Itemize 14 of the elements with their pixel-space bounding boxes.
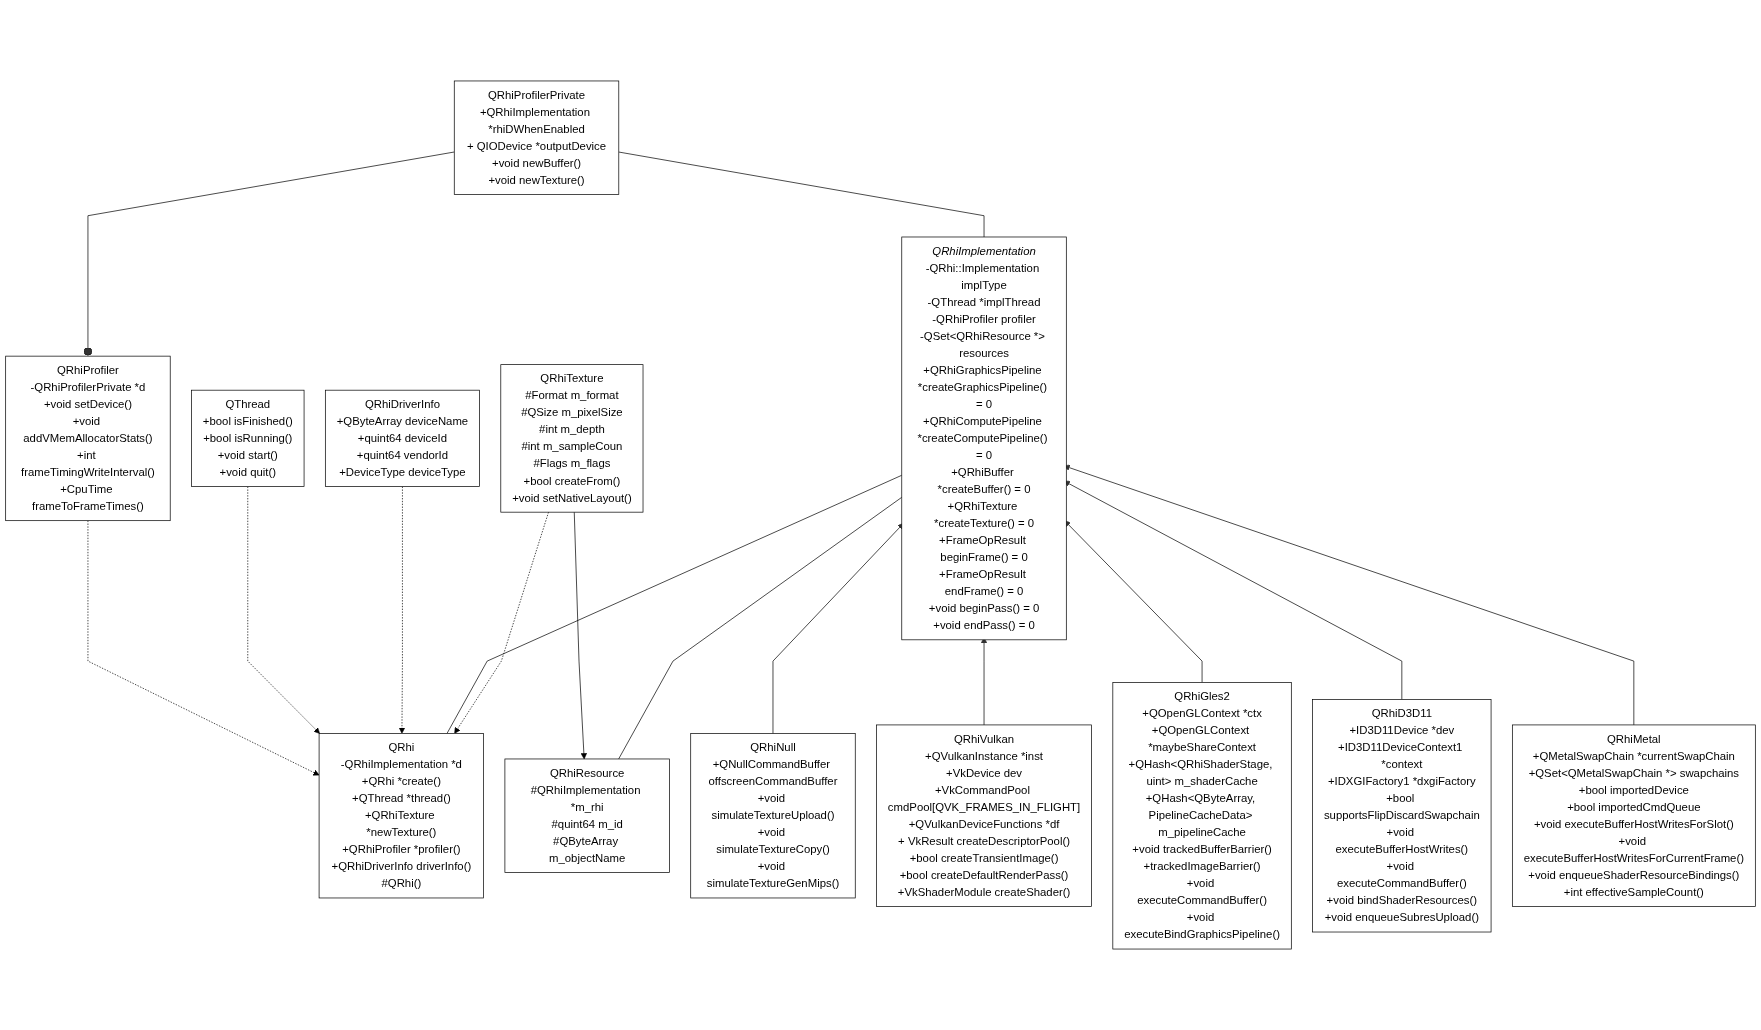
node-box: QRhi -QRhiImplementation *d +QRhi *create() +QThread *thread() +QRhiTexture *newTexture() +QRhiProfiler *profiler() +QRhiDriverInfo driverInfo() #QRhi() — [318, 733, 484, 899]
node-box: QRhiMetal +QMetalSwapChain *currentSwapChain +QSet<QMetalSwapChain *> swapchains +bool importedDevice +bool importedCmdQueue +void executeBufferHostWritesForSlot() +void executeBufferHostWritesForCurrentFrame() +void enqueueShaderResourceBindings() +int effectiveSampleCount() — [1512, 724, 1756, 907]
node-box: QRhiTexture #Format m_format #QSize m_pixelSize #int m_depth #int m_sampleCoun #Flags m_flags +bool createFrom() +void setNativeLayout() — [500, 364, 644, 513]
connector — [618, 151, 985, 238]
node-box: QRhiVulkan +QVulkanInstance *inst +VkDevice dev +VkCommandPool cmdPool[QVK_FRAMES_IN_FLIGHT] +QVulkanDeviceFunctions *df + VkResult createDescriptorPool() +bool createTransientImage() +bool createDefaultRenderPass() +VkShaderModule createShader() — [876, 724, 1092, 907]
node-box: QThread +bool isFinished() +bool isRunning() +void start() +void quit() — [191, 389, 305, 487]
node-box: QRhiDriverInfo +QByteArray deviceName +quint64 deviceId +quint64 vendorId +DeviceType deviceType — [325, 389, 480, 487]
node-box: QRhiResource #QRhiImplementation *m_rhi #quint64 m_id #QByteArray m_objectName — [504, 758, 670, 873]
node-box: QRhiD3D11 +ID3D11Device *dev +ID3D11DeviceContext1 *context +IDXGIFactory1 *dxgiFactory +bool supportsFlipDiscardSwapchain +void executeBufferHostWrites() +void executeCommandBuffer() +void bindShaderResources() +void enqueueSubresUpload() — [1312, 699, 1492, 933]
node-box: QRhiProfilerPrivate +QRhiImplementation *rhiDWhenEnabled + QIODevice *outputDevice +void newBuffer() +void newTexture() — [453, 80, 620, 195]
node-box: QRhiNull +QNullCommandBuffer offscreenCommandBuffer +void simulateTextureUpload() +void simulateTextureCopy() +void simulateTextureGenMips() — [690, 733, 856, 899]
node-box: QRhiImplementation -QRhi::Implementation implType -QThread *implThread -QRhiProfiler profiler -QSet<QRhiResource *> resources +QRhiGraphicsPipeline *createGraphicsPipeline() = 0 +QRhiComputePipeline *createComputePipeline() = 0 +QRhiBuffer *createBuffer() = 0 +QRhiTexture *createTexture() = 0 +FrameOpResult beginFrame() = 0 +FrameOpResult endFrame() = 0 +void beginPass() = 0 +void endPass() = 0 — [901, 236, 1067, 641]
node-box: QRhiGles2 +QOpenGLContext *ctx +QOpenGLContext *maybeShareContext +QHash<QRhiShaderStage, uint> m_shaderCache +QHash<QByteArray, PipelineCacheData> m_pipelineCache +void trackedBufferBarrier() +trackedImageBarrier() +void executeCommandBuffer() +void executeBindGraphicsPipeline() — [1112, 682, 1292, 950]
node-box: QRhiProfiler -QRhiProfilerPrivate *d +void setDevice() +void addVMemAllocatorStats() +int frameTimingWriteInterval() +CpuTime frameToFrameTimes() — [5, 355, 171, 522]
